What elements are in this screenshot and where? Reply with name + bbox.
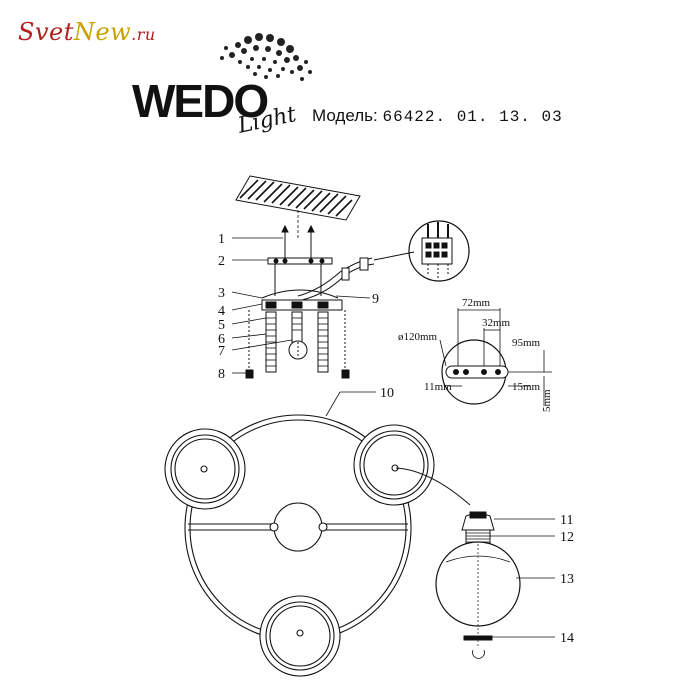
brand-logo: WEDO Light xyxy=(132,33,312,139)
callout-3: 3 xyxy=(218,286,225,301)
dim-72: 72mm xyxy=(462,297,491,309)
callout-leaders xyxy=(231,237,376,417)
callout-labels: 1 2 3 4 5 6 7 8 9 10 11 12 13 14 xyxy=(218,232,574,646)
fixture-top-view xyxy=(164,414,471,677)
terminal-detail xyxy=(373,220,470,282)
callout-7: 7 xyxy=(218,344,225,359)
dim-32: 32mm xyxy=(482,317,511,329)
callout-8: 8 xyxy=(218,367,225,382)
callout-10: 10 xyxy=(380,386,394,401)
dimension-detail xyxy=(439,308,552,406)
watermark-part1: Svet xyxy=(18,18,74,46)
shade-detail xyxy=(435,511,555,659)
callout-5: 5 xyxy=(218,318,225,333)
callout-6: 6 xyxy=(218,332,225,347)
callout-1: 1 xyxy=(218,232,225,247)
callout-12: 12 xyxy=(560,530,574,545)
mounting-assembly xyxy=(245,224,375,379)
dim-11: 11mm xyxy=(424,381,452,393)
model-label: Модель: xyxy=(312,106,378,125)
callout-4: 4 xyxy=(218,304,225,319)
dim-15: 15mm xyxy=(512,381,541,393)
dim-95: 95mm xyxy=(512,337,541,349)
callout-13: 13 xyxy=(560,572,574,587)
callout-14: 14 xyxy=(560,631,574,646)
callout-9: 9 xyxy=(372,292,379,307)
watermark-part2: New xyxy=(73,18,132,46)
dim-5: 5mm xyxy=(541,389,553,412)
brand-name: WEDO xyxy=(132,75,267,127)
ceiling-hatch xyxy=(235,175,361,240)
dim-120: ø120mm xyxy=(398,331,438,343)
watermark-logo: SvetNew.ru xyxy=(18,18,156,46)
logo-swirl-dots xyxy=(220,33,312,81)
watermark-part3: .ru xyxy=(131,25,156,44)
callout-2: 2 xyxy=(218,254,225,269)
model-line: Модель: 66422. 01. 13. 03 xyxy=(312,106,563,126)
model-number: 66422. 01. 13. 03 xyxy=(382,108,563,126)
callout-11: 11 xyxy=(560,513,573,528)
